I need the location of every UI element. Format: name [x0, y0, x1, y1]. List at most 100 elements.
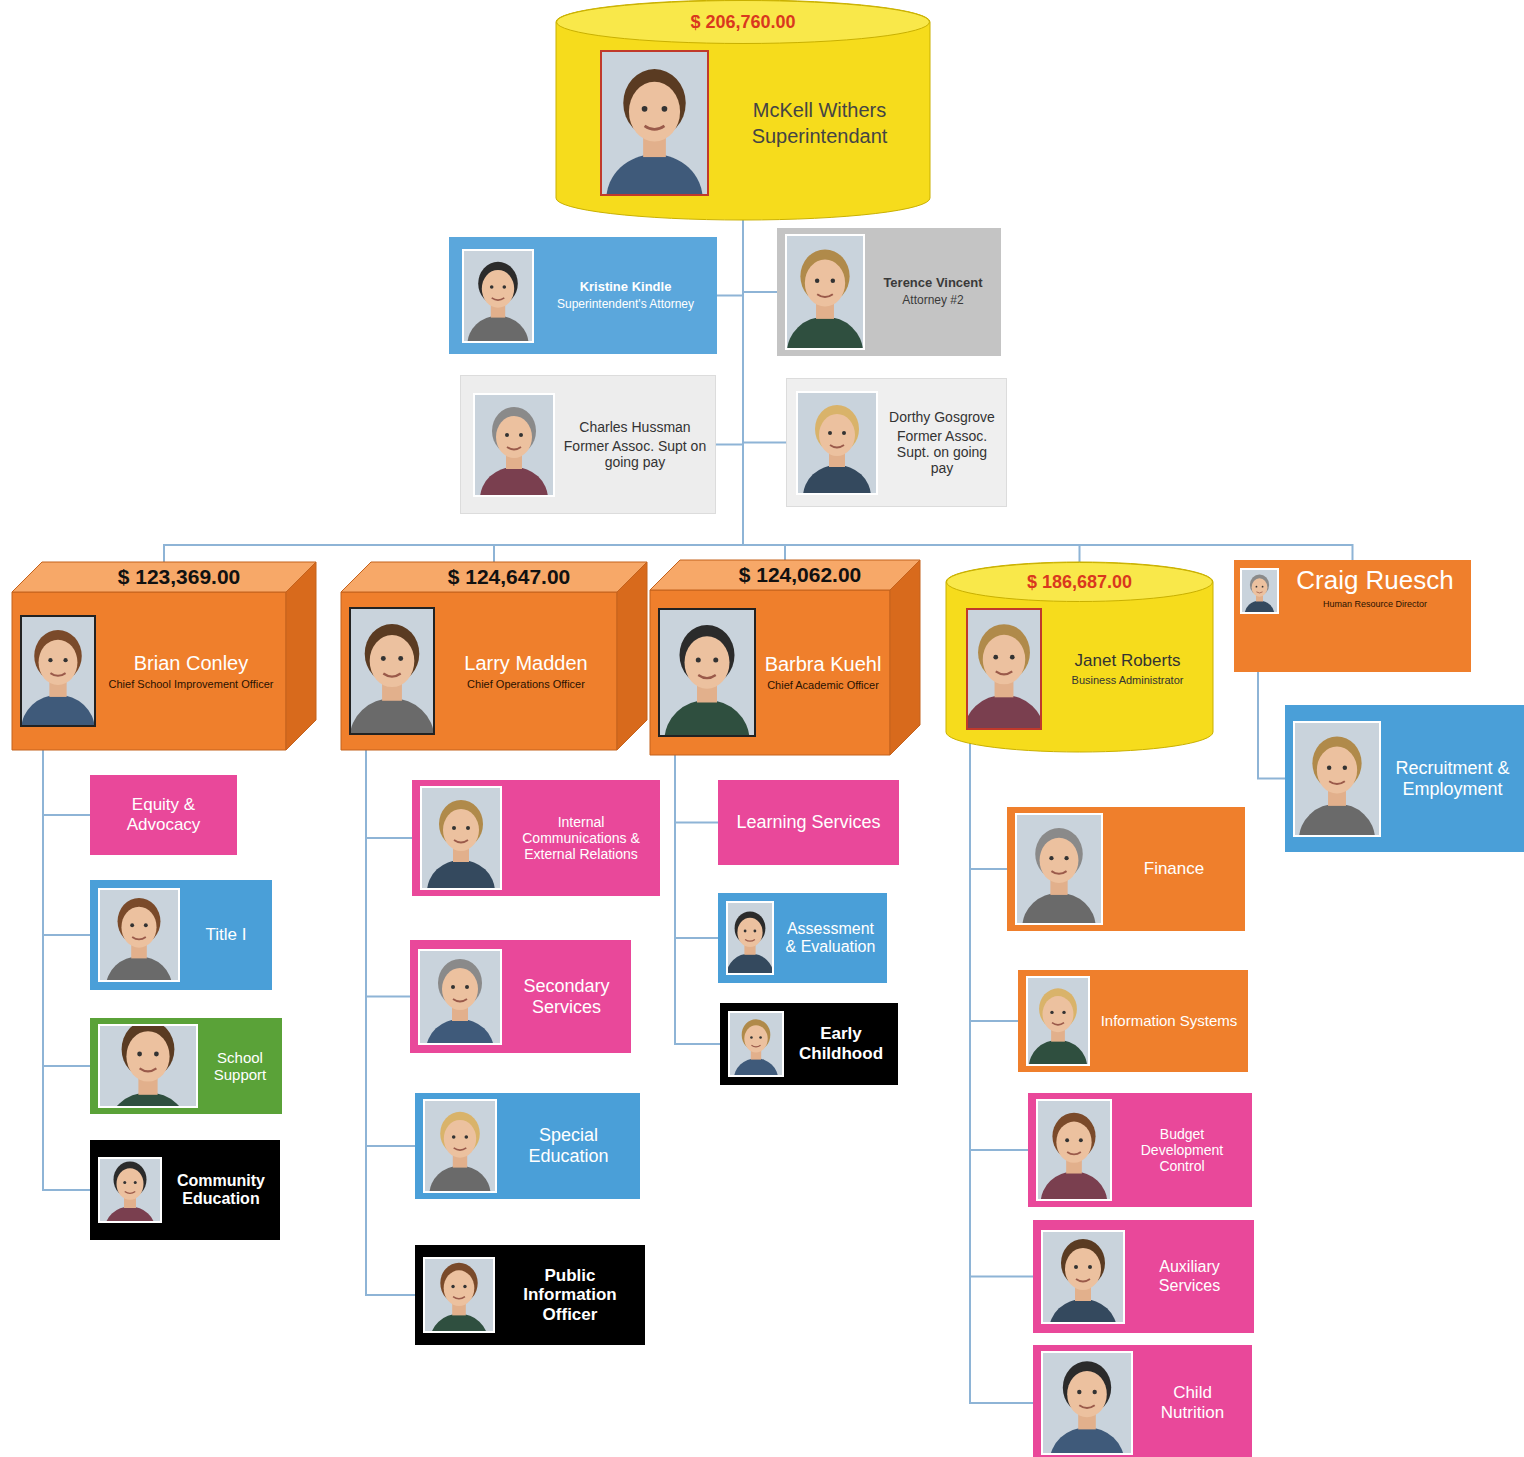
portrait-eye [1010, 655, 1015, 660]
portrait-drawing [425, 1259, 493, 1331]
portrait-eye [137, 1052, 142, 1057]
portrait-mouth [383, 673, 400, 676]
portrait-body [968, 695, 1040, 728]
portrait-body [803, 465, 871, 493]
portrait-mouth [698, 675, 716, 678]
box-top [341, 562, 647, 592]
box-body: Early Childhood [720, 1003, 898, 1085]
box-body: Finance [1007, 807, 1245, 931]
department-name: Special Education [505, 1125, 632, 1166]
portrait-mouth [645, 126, 665, 130]
portrait-face [685, 636, 730, 689]
portrait-eye [48, 658, 52, 662]
portrait-eye [696, 658, 701, 663]
portrait-mouth [1079, 1405, 1094, 1408]
org-connector [366, 750, 412, 838]
box-body: Assessment & Evaluation [718, 893, 887, 983]
salary-area: $ 206,760.00 [556, 0, 930, 44]
portrait-photo [98, 1157, 162, 1223]
org-connector [743, 220, 1080, 562]
portrait-mouth [1329, 781, 1345, 784]
department-box: Special Education [415, 1093, 640, 1199]
org-connector [675, 755, 720, 1044]
department-name: Assessment & Evaluation [782, 920, 879, 957]
department-box: Community Education [90, 1140, 280, 1240]
portrait-eye [452, 1135, 456, 1139]
job-title: Chief Operations Officer [467, 678, 585, 691]
org-connector [970, 743, 1007, 869]
portrait-body [1041, 1172, 1108, 1199]
box-body: Equity & Advocacy [90, 775, 237, 855]
salary-amount: $ 206,760.00 [690, 12, 795, 33]
portrait-drawing [100, 890, 178, 980]
job-title: Former Assoc. Supt. on going pay [886, 428, 998, 476]
portrait-eye [1262, 586, 1264, 588]
person-name: Terence Vincent [883, 276, 982, 291]
org-connector [743, 220, 777, 292]
portrait-eye [123, 1181, 126, 1184]
person-name: Craig Ruesch [1296, 566, 1454, 596]
portrait-eye [1074, 1265, 1078, 1269]
portrait-photo [349, 607, 435, 735]
salary-amount: $ 124,647.00 [448, 565, 571, 589]
department-box: Information Systems [1018, 970, 1248, 1072]
portrait-photo [98, 888, 180, 982]
portrait-drawing [1038, 1101, 1110, 1199]
box-body: Recruitment & Employment [1285, 705, 1524, 852]
text-column: Information Systems [1098, 1012, 1240, 1029]
box-body: Child Nutrition [1033, 1345, 1252, 1457]
portrait-photo [1041, 1351, 1133, 1455]
text-column: Special Education [505, 1125, 632, 1166]
portrait-photo [473, 393, 555, 497]
department-name: Budget Development Control [1120, 1126, 1244, 1174]
portrait-face [444, 1120, 476, 1158]
superintendent-cylinder: $ 206,760.00McKell WithersSuperintendant [556, 0, 930, 220]
portrait-body [606, 154, 703, 194]
portrait-body [427, 860, 495, 888]
officer-box: $ 124,647.00Larry MaddenChief Operations… [341, 562, 647, 750]
portrait-face [496, 416, 532, 458]
text-column: Brian ConleyChief School Improvement Off… [104, 652, 278, 691]
portrait-eye [842, 431, 846, 435]
portrait-mouth [1076, 1279, 1090, 1282]
portrait-eye [154, 1052, 159, 1057]
person-name: Brian Conley [134, 652, 249, 675]
portrait-eye [815, 279, 819, 283]
department-name: Community Education [170, 1172, 272, 1209]
box-body: Community Education [90, 1140, 280, 1240]
box-body: Barbra KuehlChief Academic Officer [650, 590, 890, 755]
person-name: Janet Roberts [1075, 651, 1181, 671]
department-box: Secondary Services [410, 940, 631, 1053]
portrait-eye [750, 1036, 753, 1039]
portrait-photo [423, 1257, 495, 1333]
box-body: Terence VincentAttorney #2 [777, 228, 1001, 356]
box-side [890, 560, 920, 755]
portrait-face [805, 260, 845, 307]
org-connector [43, 750, 90, 1190]
job-title: Superintendant [752, 125, 888, 148]
text-column: Budget Development Control [1120, 1126, 1244, 1174]
portrait-body [1299, 803, 1375, 834]
org-connector [366, 750, 410, 997]
portrait-photo [726, 901, 774, 975]
staff-box: Terence VincentAttorney #2 [777, 228, 1001, 356]
box-body: Internal Communications & External Relat… [412, 780, 660, 896]
portrait-drawing [22, 617, 94, 725]
portrait-eye [465, 1135, 469, 1139]
portrait-face [983, 635, 1025, 685]
portrait-eye [831, 279, 835, 283]
box-body: Craig RueschHuman Resource Director [1234, 560, 1471, 672]
box-body: Public Information Officer [415, 1245, 645, 1345]
portrait-photo [423, 1099, 497, 1193]
portrait-body [787, 317, 863, 348]
portrait-photo [98, 1024, 198, 1108]
org-connector [743, 220, 1353, 560]
portrait-drawing [1295, 723, 1379, 835]
box-side [286, 562, 316, 750]
portrait-eye [1343, 765, 1347, 769]
department-name: Learning Services [736, 812, 880, 833]
portrait-photo [420, 786, 502, 890]
box-body: Special Education [415, 1093, 640, 1199]
org-connector [717, 220, 743, 296]
